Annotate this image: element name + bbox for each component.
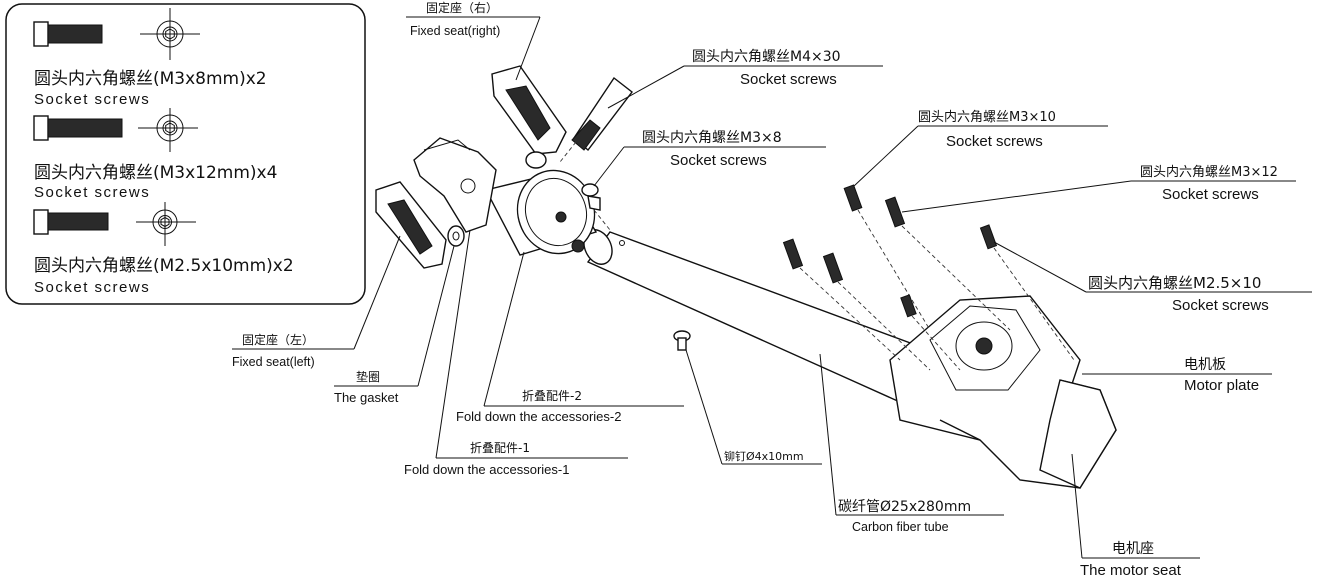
label-en: Fold down the accessories-2 xyxy=(456,409,621,424)
label-zh: 铆钉Ø4x10mm xyxy=(724,449,804,463)
label-zh: 垫圈 xyxy=(356,369,380,384)
label-en: Socket screws xyxy=(1172,297,1269,314)
label-en: The motor seat xyxy=(1080,562,1182,579)
label-zh: 固定座（右） xyxy=(426,0,498,15)
callout-screw-m25x10: 圆头内六角螺丝M2.5×10 Socket screws xyxy=(1088,274,1269,314)
label-en: Socket screws xyxy=(1162,186,1259,203)
motor-screws xyxy=(782,184,1075,371)
rivet xyxy=(673,330,691,351)
legend-item-m3x12: 圆头内六角螺丝(M3x12mm)x4 Socket screws xyxy=(33,108,277,201)
legend-item-zh: 圆头内六角螺丝(M2.5x10mm)x2 xyxy=(34,256,294,276)
callout-gasket: 垫圈 The gasket xyxy=(334,369,399,405)
label-zh: 碳纤管Ø25x280mm xyxy=(838,499,971,515)
label-zh: 圆头内六角螺丝M2.5×10 xyxy=(1088,274,1261,292)
screw-head-icon xyxy=(140,8,200,60)
fixed-seat-right xyxy=(491,65,567,169)
screw-legend-box: 圆头内六角螺丝(M3x8mm)x2 Socket screws 圆头内六角螺丝(… xyxy=(5,3,366,305)
screw-side-icon xyxy=(33,209,109,235)
legend-item-m3x8: 圆头内六角螺丝(M3x8mm)x2 Socket screws xyxy=(33,8,267,108)
legend-item-en: Socket screws xyxy=(34,91,150,108)
legend-item-en: Socket screws xyxy=(34,279,150,296)
label-en: Fold down the accessories-1 xyxy=(404,462,569,477)
callout-motor-seat: 电机座 The motor seat xyxy=(1080,541,1182,579)
screw-m4x30 xyxy=(559,76,633,163)
gasket xyxy=(447,225,465,247)
callout-screw-m3x8: 圆头内六角螺丝M3×8 Socket screws xyxy=(642,130,782,169)
leader-lines xyxy=(232,16,1312,559)
label-en: Socket screws xyxy=(946,133,1043,150)
screw-side-icon xyxy=(33,115,123,141)
screw-head-icon xyxy=(138,108,198,152)
label-zh: 电机板 xyxy=(1184,357,1226,373)
fold-accessory-2 xyxy=(484,169,598,256)
callout-screw-m3x12: 圆头内六角螺丝M3×12 Socket screws xyxy=(1140,164,1278,203)
fold-accessory-1 xyxy=(413,137,497,233)
label-zh: 圆头内六角螺丝M3×10 xyxy=(918,109,1056,125)
label-en: Carbon fiber tube xyxy=(852,520,949,534)
label-en: Motor plate xyxy=(1184,377,1259,394)
legend-item-zh: 圆头内六角螺丝(M3x8mm)x2 xyxy=(34,69,267,89)
label-zh: 圆头内六角螺丝M3×8 xyxy=(642,130,782,146)
screw-side-icon xyxy=(33,21,103,47)
label-zh: 折叠配件-1 xyxy=(470,440,530,455)
callout-screw-m3x10: 圆头内六角螺丝M3×10 Socket screws xyxy=(918,109,1056,150)
legend-item-zh: 圆头内六角螺丝(M3x12mm)x4 xyxy=(34,163,277,183)
legend-item-en: Socket screws xyxy=(34,184,150,201)
label-en: Socket screws xyxy=(740,71,837,88)
label-en: The gasket xyxy=(334,390,399,405)
screw-head-icon xyxy=(136,202,196,246)
callout-fixed-seat-left: 固定座（左） Fixed seat(left) xyxy=(232,332,315,369)
callout-motor-plate: 电机板 Motor plate xyxy=(1184,357,1259,394)
callout-fold-2: 折叠配件-2 Fold down the accessories-2 xyxy=(456,388,621,424)
callout-rivet: 铆钉Ø4x10mm xyxy=(724,449,804,463)
callout-fold-1: 折叠配件-1 Fold down the accessories-1 xyxy=(404,440,569,477)
label-zh: 折叠配件-2 xyxy=(522,388,582,403)
screw-m3x8 xyxy=(581,183,611,231)
fixed-seat-left xyxy=(375,181,447,269)
legend-item-m25x10: 圆头内六角螺丝(M2.5x10mm)x2 Socket screws xyxy=(33,202,294,296)
motor-assembly xyxy=(889,295,1117,489)
label-zh: 圆头内六角螺丝M3×12 xyxy=(1140,164,1278,180)
label-zh: 电机座 xyxy=(1112,541,1154,557)
label-en: Socket screws xyxy=(670,152,767,169)
label-zh: 圆头内六角螺丝M4×30 xyxy=(692,49,841,65)
label-en: Fixed seat(right) xyxy=(410,24,500,38)
label-en: Fixed seat(left) xyxy=(232,355,315,369)
callout-screw-m4x30: 圆头内六角螺丝M4×30 Socket screws xyxy=(692,49,841,88)
callout-carbon-tube: 碳纤管Ø25x280mm Carbon fiber tube xyxy=(838,499,971,534)
callout-fixed-seat-right: 固定座（右） Fixed seat(right) xyxy=(410,0,500,38)
label-zh: 固定座（左） xyxy=(242,332,314,347)
